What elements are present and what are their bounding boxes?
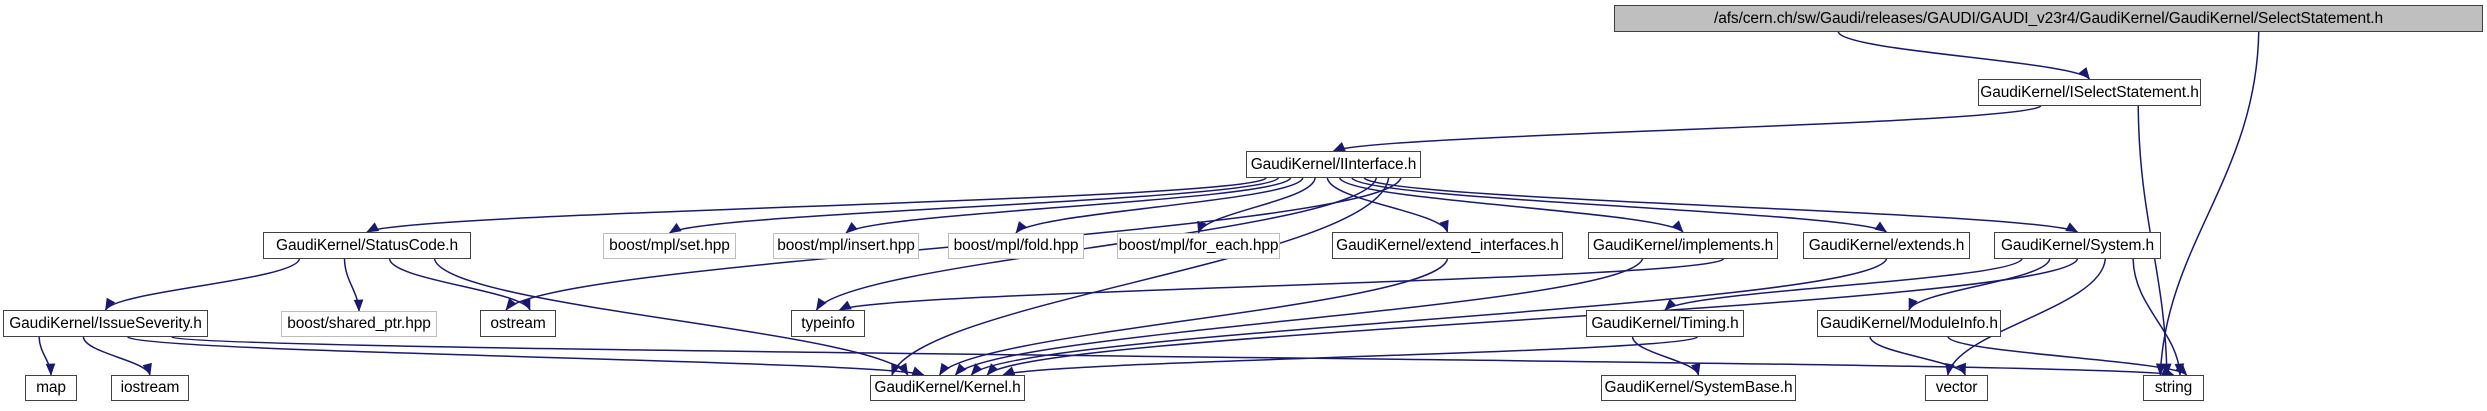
graph-node-label: GaudiKernel/Timing.h [1591,314,1739,332]
graph-node-system[interactable]: GaudiKernel/System.h [1994,232,2161,259]
graph-node-mplforeach[interactable]: boost/mpl/for_each.hpp [1117,233,1280,259]
graph-node-mplset[interactable]: boost/mpl/set.hpp [603,233,736,259]
graph-node-label: boost/mpl/fold.hpp [953,237,1079,255]
graph-node-systembase[interactable]: GaudiKernel/SystemBase.h [1601,375,1796,401]
graph-node-statuscode[interactable]: GaudiKernel/StatusCode.h [263,232,471,259]
graph-node-sharedptr[interactable]: boost/shared_ptr.hpp [281,311,437,337]
graph-node-extendif[interactable]: GaudiKernel/extend_interfaces.h [1332,232,1563,259]
graph-node-label: boost/shared_ptr.hpp [287,315,431,333]
graph-node-label: GaudiKernel/StatusCode.h [276,236,458,254]
graph-node-iostream[interactable]: iostream [111,375,189,401]
graph-node-label: map [36,379,66,397]
graph-node-label: boost/mpl/for_each.hpp [1118,237,1279,255]
graph-node-label: GaudiKernel/ModuleInfo.h [1820,314,1998,332]
graph-node-vector[interactable]: vector [1925,375,1988,401]
graph-node-label: GaudiKernel/ISelectStatement.h [1980,83,2199,101]
graph-node-label: GaudiKernel/System.h [2000,236,2155,254]
graph-node-label: boost/mpl/set.hpp [609,237,730,255]
graph-node-typeinfo[interactable]: typeinfo [791,310,865,337]
graph-node-extends[interactable]: GaudiKernel/extends.h [1803,232,1970,259]
graph-node-root[interactable]: /afs/cern.ch/sw/Gaudi/releases/GAUDI/GAU… [1614,5,2483,32]
graph-node-label: vector [1935,379,1978,397]
graph-node-timing[interactable]: GaudiKernel/Timing.h [1586,310,1744,337]
graph-node-mplinsert[interactable]: boost/mpl/insert.hpp [773,233,919,259]
graph-node-label: GaudiKernel/implements.h [1592,236,1774,254]
graph-node-label: GaudiKernel/IInterface.h [1250,155,1417,173]
graph-node-iinterface[interactable]: GaudiKernel/IInterface.h [1246,151,1421,178]
graph-node-label: iostream [120,379,180,397]
graph-node-string[interactable]: string [2143,375,2204,401]
graph-node-issuesev[interactable]: GaudiKernel/IssueSeverity.h [3,310,208,337]
graph-node-moduleinfo[interactable]: GaudiKernel/ModuleInfo.h [1817,310,2001,337]
graph-node-label: GaudiKernel/extend_interfaces.h [1336,236,1559,254]
graph-node-label: GaudiKernel/IssueSeverity.h [9,314,202,332]
graph-node-label: /afs/cern.ch/sw/Gaudi/releases/GAUDI/GAU… [1713,9,2384,27]
graph-node-iselect[interactable]: GaudiKernel/ISelectStatement.h [1978,79,2201,106]
graph-node-label: boost/mpl/insert.hpp [777,237,915,255]
graph-node-implements[interactable]: GaudiKernel/implements.h [1588,232,1778,259]
graph-node-label: GaudiKernel/extends.h [1808,236,1965,254]
graph-node-label: string [2154,379,2193,397]
graph-node-mplfold[interactable]: boost/mpl/fold.hpp [948,233,1084,259]
graph-node-ostream[interactable]: ostream [480,310,556,337]
graph-node-label: ostream [490,314,546,332]
graph-node-label: GaudiKernel/Kernel.h [874,379,1021,397]
graph-node-label: typeinfo [801,314,855,332]
graph-node-label: GaudiKernel/SystemBase.h [1604,379,1793,397]
graph-node-map[interactable]: map [25,375,77,401]
graph-node-kernel[interactable]: GaudiKernel/Kernel.h [870,375,1025,401]
